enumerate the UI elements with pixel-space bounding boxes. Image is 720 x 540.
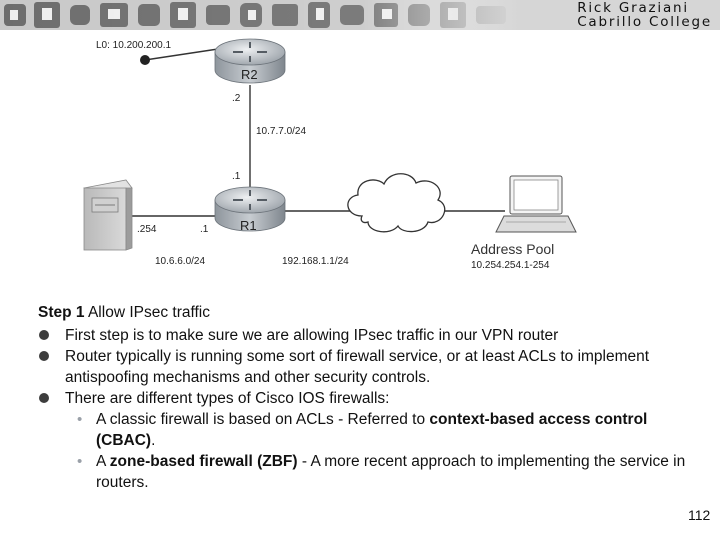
bullet-dot-icon bbox=[39, 351, 49, 361]
r2-label: R2 bbox=[241, 67, 258, 82]
slide-body: Step 1 Allow IPsec traffic First step is… bbox=[38, 302, 688, 493]
r2-interface-label: .2 bbox=[232, 93, 241, 104]
step-text: Allow IPsec traffic bbox=[84, 304, 210, 321]
college-name: Cabrillo College bbox=[577, 14, 712, 30]
lan-network-label: 10.6.6.0/24 bbox=[155, 256, 205, 267]
step-heading: Step 1 Allow IPsec traffic bbox=[38, 302, 688, 323]
sub-bullet-item: • A classic firewall is based on ACLs - R… bbox=[38, 409, 688, 451]
sub-bullet-dot-icon: • bbox=[77, 411, 83, 428]
sub-bullet-bold: zone-based firewall (ZBF) bbox=[109, 453, 298, 470]
sub-bullet-bold: context-based access control (CBAC) bbox=[96, 411, 648, 449]
internet-cloud-icon bbox=[347, 173, 446, 233]
bullet-item: There are different types of Cisco IOS f… bbox=[38, 388, 688, 409]
router-r2-icon bbox=[214, 38, 286, 84]
author-name: Rick Graziani bbox=[577, 0, 689, 16]
server-icon bbox=[83, 179, 133, 251]
bullet-item: First step is to make sure we are allowi… bbox=[38, 325, 688, 346]
loopback-link bbox=[144, 48, 219, 61]
r1-top-interface-label: .1 bbox=[232, 171, 241, 182]
sub-bullet-text: A classic firewall is based on ACLs - Re… bbox=[96, 411, 430, 428]
bullet-item: Router typically is running some sort of… bbox=[38, 346, 688, 388]
r1-outside-address-label: 192.168.1.1/24 bbox=[282, 256, 349, 267]
router-r1-icon bbox=[214, 186, 286, 232]
r1-label: R1 bbox=[240, 218, 257, 233]
page-number: 112 bbox=[688, 507, 711, 523]
sub-bullet-text: A bbox=[96, 453, 110, 470]
address-pool-title: Address Pool bbox=[471, 241, 554, 257]
address-pool-range: 10.254.254.1-254 bbox=[471, 260, 550, 271]
step-label: Step 1 bbox=[38, 304, 85, 321]
banner-image bbox=[0, 0, 520, 30]
sub-bullet-tail: - A more recent approach to implementing… bbox=[96, 453, 686, 491]
sub-bullet-dot-icon: • bbox=[77, 453, 83, 470]
title-banner: Rick Graziani Cabrillo College bbox=[0, 0, 720, 30]
loopback-label: L0: 10.200.200.1 bbox=[96, 40, 172, 51]
laptop-icon bbox=[495, 175, 577, 233]
bullet-text: First step is to make sure we are allowi… bbox=[65, 327, 559, 344]
sub-bullet-tail: . bbox=[151, 432, 156, 449]
r1-r2-network-label: 10.7.7.0/24 bbox=[256, 126, 306, 137]
bullet-text: There are different types of Cisco IOS f… bbox=[65, 390, 390, 407]
bullet-dot-icon bbox=[39, 330, 49, 340]
network-diagram: L0: 10.200.200.1 R2 .2 10.7.7.0/24 .1 R1… bbox=[83, 38, 577, 271]
bullet-dot-icon bbox=[39, 393, 49, 403]
loopback-endpoint bbox=[140, 55, 150, 65]
r1-left-interface-label: .1 bbox=[200, 224, 209, 235]
author-block: Rick Graziani Cabrillo College bbox=[577, 1, 712, 29]
sub-bullet-item: • A zone-based firewall (ZBF) - A more re… bbox=[38, 451, 688, 493]
server-interface-label: .254 bbox=[137, 224, 157, 235]
bullet-text: Router typically is running some sort of… bbox=[65, 348, 650, 386]
